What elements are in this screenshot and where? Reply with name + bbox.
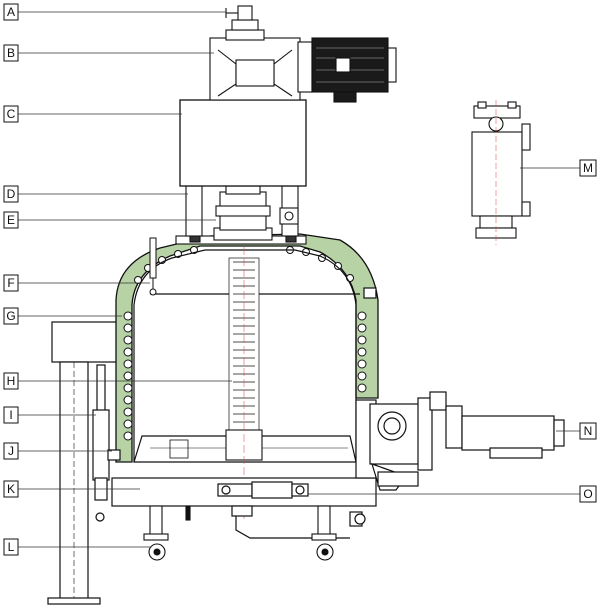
reducer-and-motor: [209, 19, 397, 103]
label-i: I: [9, 408, 12, 422]
label-n: N: [584, 424, 593, 438]
callout-d: D: [3, 185, 19, 203]
callout-h: H: [3, 372, 19, 390]
callout-l: L: [3, 538, 19, 556]
left-support-leg: [47, 321, 119, 605]
label-k: K: [7, 482, 15, 496]
label-j: J: [8, 444, 14, 458]
label-a: A: [7, 5, 15, 19]
label-c: C: [7, 107, 16, 121]
callout-e: E: [3, 211, 19, 229]
top-flange-seal: [175, 185, 307, 245]
hydraulic-cylinder: [92, 364, 110, 522]
callout-o: O: [579, 485, 597, 503]
label-m: M: [583, 161, 593, 175]
label-e: E: [7, 213, 15, 227]
callout-n: N: [579, 422, 597, 440]
callout-a: A: [3, 3, 19, 21]
callout-g: G: [3, 307, 19, 325]
callout-j: J: [3, 442, 19, 460]
top-valve: [225, 5, 253, 21]
callout-k: K: [3, 480, 19, 498]
base-frame: [111, 477, 377, 539]
label-g: G: [6, 309, 15, 323]
level-indicator: [149, 237, 157, 296]
agitator-shaft: [225, 60, 263, 520]
label-b: B: [7, 46, 15, 60]
gearbox-housing: [179, 99, 307, 187]
label-o: O: [583, 487, 592, 501]
label-d: D: [7, 187, 16, 201]
label-f: F: [7, 276, 14, 290]
label-l: L: [8, 540, 15, 554]
detail-m-unit: [471, 100, 531, 245]
callout-f: F: [3, 274, 19, 292]
callout-b: B: [3, 44, 19, 62]
callout-m: M: [579, 159, 597, 177]
callout-i: I: [3, 406, 19, 424]
callout-c: C: [3, 105, 19, 123]
label-h: H: [7, 374, 16, 388]
leader-lines: [18, 11, 580, 548]
discharge-unit: [355, 391, 565, 491]
casters: [143, 505, 337, 561]
